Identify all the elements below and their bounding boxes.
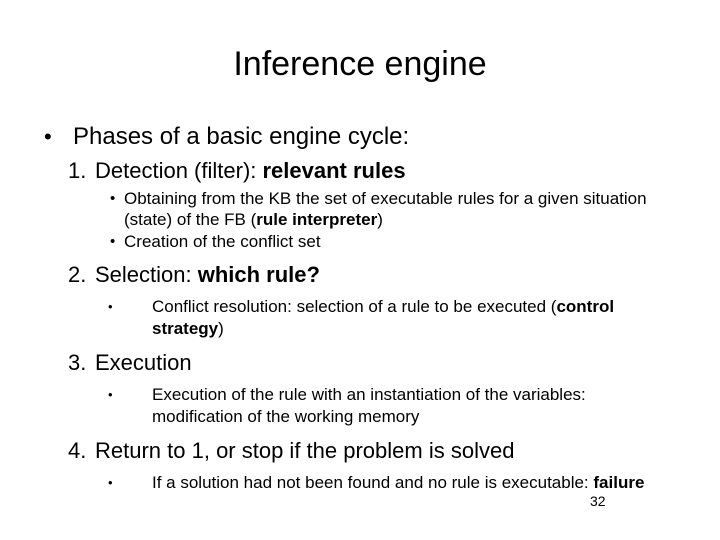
sub-bullet-emphasis: failure xyxy=(593,473,645,492)
outline-heading-label: Phases of a basic engine cycle: xyxy=(73,123,410,150)
sub-bullet-lead: Obtaining from the KB the set of executa… xyxy=(124,189,647,229)
sub-bullet-emphasis: rule interpreter xyxy=(256,210,378,229)
bullet-icon: • xyxy=(108,387,113,402)
phase-item: 4. Return to 1, or stop if the problem i… xyxy=(0,436,720,466)
sub-bullet-lead: If a solution had not been found and no … xyxy=(152,473,594,492)
bullet-icon: • xyxy=(110,233,116,250)
sub-bullet-item: • Obtaining from the KB the set of execu… xyxy=(0,188,720,230)
phase-text-emphasis: which rule? xyxy=(197,262,320,287)
sub-bullet-lead: Creation of the conflict set xyxy=(124,232,321,251)
phase-text-lead: Return to 1, or stop if the problem is s… xyxy=(95,438,515,463)
phase-text-emphasis: relevant rules xyxy=(262,158,406,183)
phase-marker: 2. xyxy=(68,262,87,287)
page-title: Inference engine xyxy=(233,45,487,83)
phase-item: 2. Selection: which rule? xyxy=(0,260,720,290)
sub-bullet-item: • Creation of the conflict set xyxy=(0,231,720,252)
sub-bullet-item: • Execution of the rule with an instanti… xyxy=(0,384,720,428)
phase-item: 3. Execution xyxy=(0,348,720,378)
sub-bullet-emphasis: control strategy xyxy=(152,297,615,338)
phase-marker: 3. xyxy=(68,350,87,375)
phase-marker: 4. xyxy=(68,438,87,463)
outline-body: • Phases of a basic engine cycle: 1. Det… xyxy=(0,122,720,498)
sub-bullet-item: • If a solution had not been found and n… xyxy=(0,472,720,494)
sub-bullet-trail: ) xyxy=(218,319,224,338)
phase-text-lead: Selection: xyxy=(95,262,198,287)
sub-bullet-lead: Conflict resolution: selection of a rule… xyxy=(152,297,557,316)
sub-bullet-item: • Conflict resolution: selection of a ru… xyxy=(0,296,720,340)
sub-bullet-trail: ) xyxy=(377,210,383,229)
bullet-icon: • xyxy=(44,124,52,149)
outline-heading: • Phases of a basic engine cycle: xyxy=(0,122,720,152)
bullet-icon: • xyxy=(108,475,113,490)
bullet-icon: • xyxy=(110,190,116,207)
phase-marker: 1. xyxy=(68,158,87,183)
phase-item: 1. Detection (filter): relevant rules xyxy=(0,156,720,186)
page-number: 32 xyxy=(590,493,606,509)
sub-bullet-lead: Execution of the rule with an instantiat… xyxy=(152,385,586,426)
phase-text-lead: Detection (filter): xyxy=(95,158,263,183)
bullet-icon: • xyxy=(108,299,113,314)
phase-text-lead: Execution xyxy=(95,350,192,375)
